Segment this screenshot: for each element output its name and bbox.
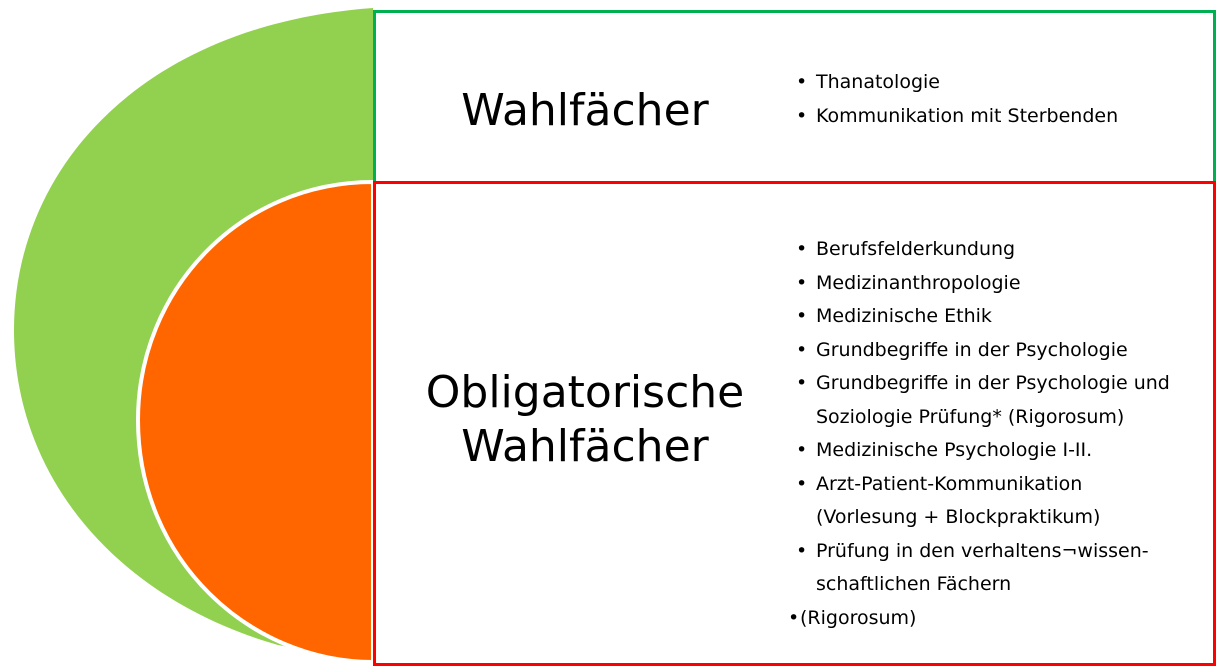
list-item: • Berufsfelderkundung <box>796 233 1170 267</box>
bullet-icon: • <box>796 372 808 394</box>
bullet-icon: • <box>796 439 808 461</box>
wahlfaecher-list: • Thanatologie • Kommunikation mit Sterb… <box>796 66 1118 133</box>
orange-circle-shape <box>135 179 375 665</box>
bullet-icon: • <box>796 271 808 294</box>
bullet-icon: • <box>796 305 808 327</box>
bullet-icon: • <box>796 71 808 93</box>
list-item: • Medizinische Ethik <box>796 300 1170 334</box>
obligatorische-wahlfaecher-box <box>373 181 1216 666</box>
title-line: Obligatorische <box>425 367 745 418</box>
bullet-icon: • <box>796 104 808 127</box>
list-item: • Thanatologie <box>796 66 1118 100</box>
bullet-icon: • <box>796 238 808 260</box>
obligatorische-wahlfaecher-list: • Berufsfelderkundung • Medizinanthropol… <box>788 233 1170 635</box>
bullet-icon: • <box>796 539 808 562</box>
wahlfaecher-box <box>373 10 1216 185</box>
bullet-icon: • <box>788 606 800 629</box>
list-item: • Medizinische Psychologie I-II. <box>796 434 1170 468</box>
bullet-icon: • <box>796 472 808 495</box>
section-title-obligatorische-wahlfaecher: Obligatorische Wahlfächer <box>400 366 770 474</box>
bullet-icon: • <box>796 338 808 361</box>
section-title-wahlfaecher: Wahlfächer <box>461 85 709 136</box>
list-item: • (Rigorosum) <box>788 602 1170 636</box>
title-line: Wahlfächer <box>461 421 709 472</box>
list-item: • Prüfung in den verhaltens¬wissen- scha… <box>796 535 1170 602</box>
list-item: • Kommunikation mit Sterbenden <box>796 100 1118 134</box>
list-item: • Medizinanthropologie <box>796 267 1170 301</box>
list-item: • Grundbegriffe in der Psychologie <box>796 334 1170 368</box>
list-item: • Grundbegriffe in der Psychologie und S… <box>796 367 1170 434</box>
list-item: • Arzt-Patient-Kommunikation (Vorlesung … <box>796 468 1170 535</box>
